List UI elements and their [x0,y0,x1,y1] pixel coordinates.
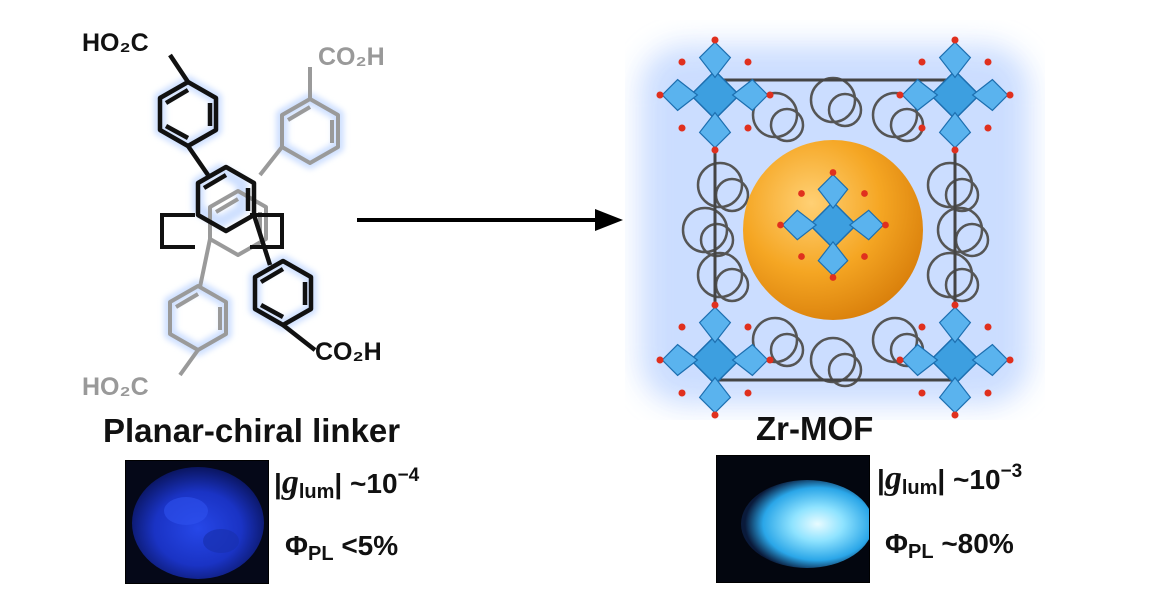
oxygen-atom [896,356,904,364]
linker-ring [827,352,863,388]
glum-approx: ~10 [953,464,1001,495]
oxygen-atom [711,36,719,44]
qy-subscript: PL [307,543,334,565]
qy-value: ~80% [941,528,1014,559]
mof-powder-photo [716,455,870,583]
linker-glum: |glum| ~10−4 [274,464,420,503]
oxygen-atom [918,323,926,331]
oxygen-atom [744,389,752,397]
oxygen-atom [951,146,959,154]
linker-powder-photo [125,460,269,584]
qy-symbol: Φ [885,528,908,559]
oxygen-atom [882,221,889,229]
glum-subscript: lum [901,477,938,499]
oxygen-atom [829,169,837,176]
linker-ring [699,222,735,258]
linker-ring [944,267,980,303]
glum-symbol: g [281,464,299,501]
mof-framework [640,36,1030,419]
oxygen-atom [711,301,719,309]
zr-cluster [777,169,889,281]
group-top-right: CO₂H [318,43,385,71]
oxygen-atom [678,58,686,66]
oxygen-atom [984,323,992,331]
linker-caption: Planar-chiral linker [103,412,401,449]
oxygen-atom [678,323,686,331]
group-bottom-right: CO₂H [315,338,382,366]
reaction-arrow [357,209,623,231]
oxygen-atom [798,253,805,260]
linker-qy: ΦPL <5% [285,530,398,566]
oxygen-atom [798,190,805,197]
oxygen-atom [918,389,926,397]
oxygen-atom [1006,91,1014,99]
zr-cluster [656,301,774,419]
group-bottom-left: HO₂C [82,373,149,401]
oxygen-atom [744,323,752,331]
oxygen-atom [711,411,719,419]
oxygen-atom [829,274,837,281]
glum-subscript: lum [298,481,335,503]
oxygen-atom [896,91,904,99]
zr-cluster [896,36,1014,154]
glum-exponent: −3 [1000,461,1023,482]
oxygen-atom [656,91,664,99]
mof-caption: Zr-MOF [756,410,874,447]
linker-ring [769,107,805,143]
oxygen-atom [918,124,926,132]
oxygen-atom [711,146,719,154]
oxygen-atom [1006,356,1014,364]
mof-qy: ΦPL ~80% [885,528,1014,564]
oxygen-atom [951,301,959,309]
linker-ring [944,177,980,213]
qy-subscript: PL [907,541,934,563]
oxygen-atom [951,411,959,419]
glum-approx: ~10 [350,468,398,499]
oxygen-atom [744,124,752,132]
oxygen-atom [984,58,992,66]
oxygen-atom [861,190,868,197]
mof-glum: |glum| ~10−3 [877,460,1023,499]
black-ring-bottom [252,258,314,328]
linker-structure: HO₂C CO₂H CO₂H HO₂C [82,29,385,401]
zr-cluster [896,301,1014,419]
oxygen-atom [678,389,686,397]
oxygen-atom [766,356,774,364]
grey-ring-bottom [168,284,228,352]
linker-ring [827,92,863,128]
oxygen-atom [678,124,686,132]
qy-symbol: Φ [285,530,308,561]
oxygen-atom [984,124,992,132]
oxygen-atom [918,58,926,66]
glum-exponent: −4 [397,465,420,486]
linker-ring [769,332,805,368]
group-top-left: HO₂C [82,29,149,57]
oxygen-atom [984,389,992,397]
oxygen-atom [951,36,959,44]
oxygen-atom [777,221,784,229]
oxygen-atom [861,253,868,260]
oxygen-atom [744,58,752,66]
glum-symbol: g [884,460,902,497]
oxygen-atom [656,356,664,364]
zr-cluster [656,36,774,154]
qy-value: <5% [341,530,399,561]
oxygen-atom [766,91,774,99]
